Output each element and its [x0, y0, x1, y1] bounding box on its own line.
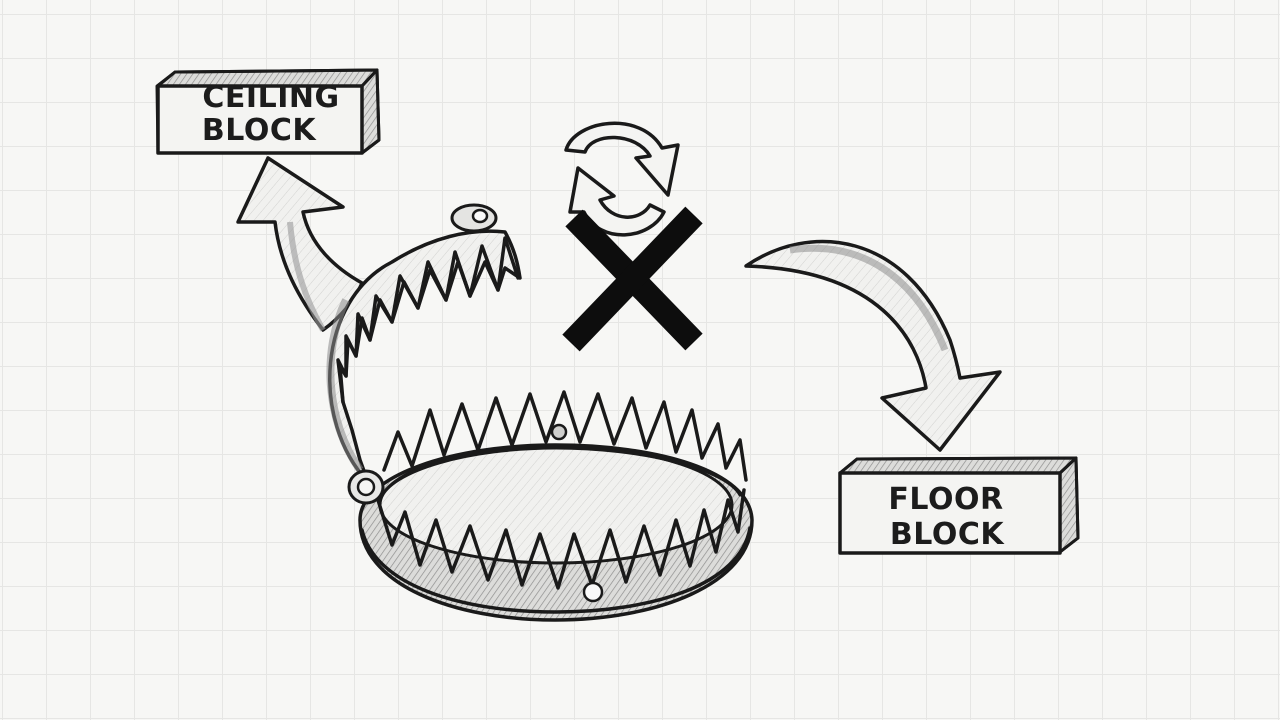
floor-label-line1: FLOOR [888, 482, 1003, 517]
floor-block: FLOOR BLOCK [838, 456, 1080, 555]
trap-upper-jaw [326, 203, 522, 484]
bear-trap-icon [326, 203, 754, 622]
x-mark-icon [562, 206, 703, 352]
trap-hinge [347, 469, 385, 505]
ceiling-label-line2: BLOCK [202, 113, 317, 148]
curved-arrow-down-icon [744, 239, 1002, 452]
ceiling-block: CEILING BLOCK [155, 68, 381, 155]
trap-lower-jaw [358, 390, 754, 622]
floor-label-line2: BLOCK [890, 517, 1005, 552]
refresh-cycle-icon [564, 121, 680, 237]
ceiling-label-line1: CEILING [202, 80, 339, 115]
